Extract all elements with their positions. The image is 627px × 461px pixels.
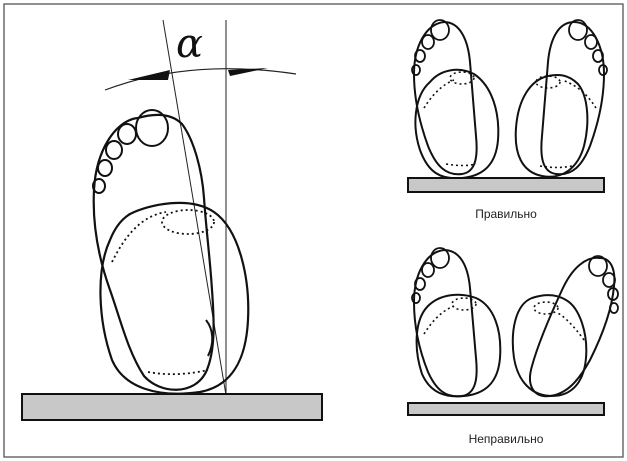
incorrect-label: Неправильно xyxy=(406,432,606,446)
dotted-edge xyxy=(112,212,166,262)
foot-axis-line xyxy=(163,20,226,395)
main-foot-illustration xyxy=(22,20,322,420)
toe-4 xyxy=(98,160,112,176)
incorrect-feet-pair xyxy=(408,248,618,415)
correct-left-shoe xyxy=(415,70,498,178)
incorrect-right-foot xyxy=(530,258,614,396)
correct-right-shoe xyxy=(516,75,588,177)
dotted-heel-line xyxy=(446,164,476,166)
toe xyxy=(422,35,434,49)
toe-3 xyxy=(106,141,122,159)
toe xyxy=(603,273,615,287)
angle-alpha-label: α xyxy=(176,24,203,64)
incorrect-left-foot xyxy=(414,250,477,396)
foot-sole-outline xyxy=(94,115,214,390)
dotted-edge xyxy=(424,306,454,334)
toe xyxy=(585,35,597,49)
correct-right-foot xyxy=(541,22,604,174)
toe-2 xyxy=(118,124,136,144)
ground-platform-correct xyxy=(408,178,604,192)
toe xyxy=(422,263,434,277)
dotted-heel-cup xyxy=(452,298,476,310)
dotted-heel-cup xyxy=(536,76,560,88)
incorrect-left-shoe xyxy=(417,295,501,397)
correct-feet-pair xyxy=(408,20,607,192)
toe xyxy=(589,256,607,276)
correct-label: Правильно xyxy=(406,207,606,221)
angle-arrow-left-icon xyxy=(128,70,170,80)
dotted-heel-line xyxy=(148,370,208,374)
ground-platform-incorrect xyxy=(408,403,604,415)
ground-platform-main xyxy=(22,394,322,420)
